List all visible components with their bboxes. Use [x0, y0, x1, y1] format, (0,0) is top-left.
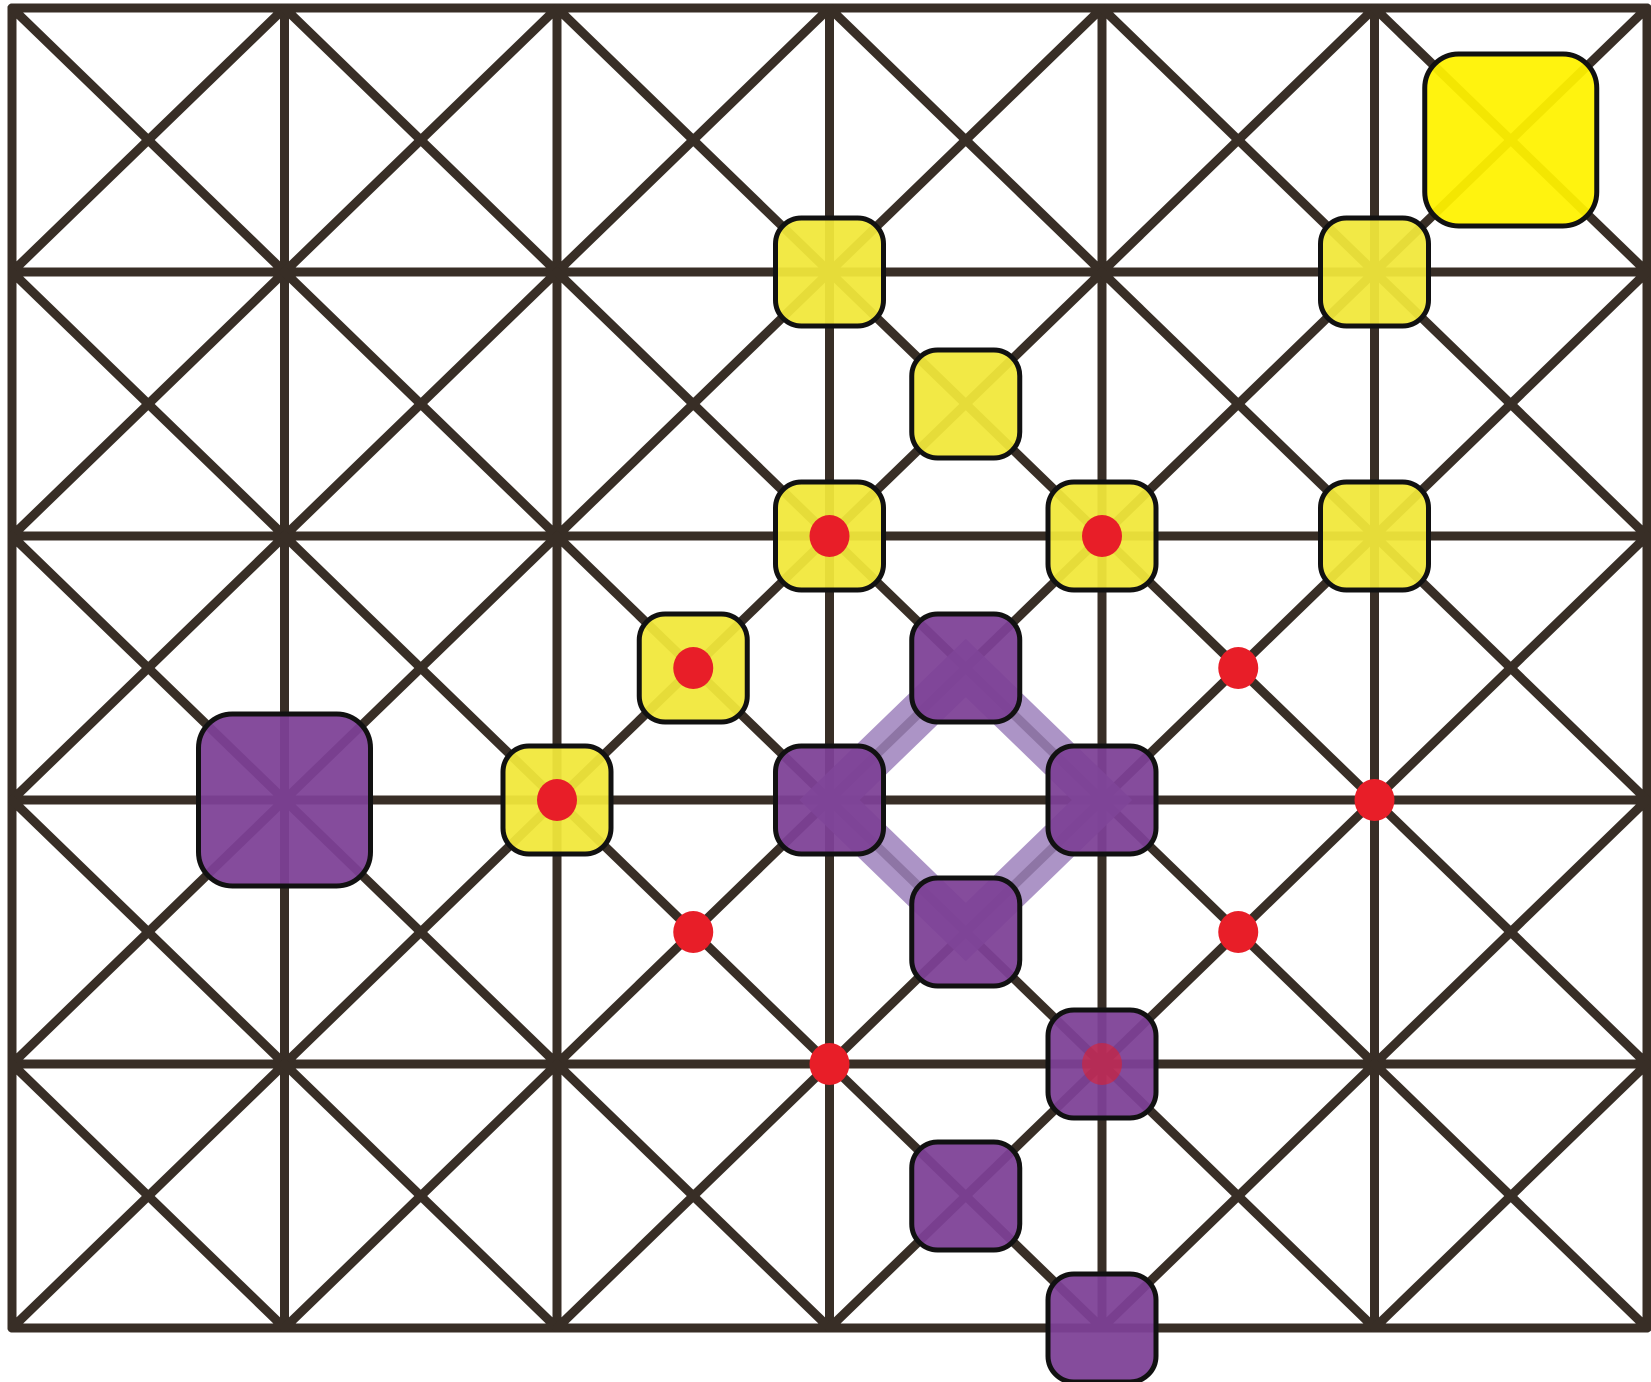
grid-line-diagonal	[7, 267, 289, 541]
yellow-piece[interactable]	[909, 347, 1023, 461]
yellow-piece[interactable]	[1318, 215, 1431, 329]
move-marker[interactable]	[1218, 911, 1259, 953]
grid-line-diagonal	[552, 3, 834, 277]
grid-line-diagonal	[280, 1059, 562, 1333]
grid-line-diagonal	[7, 3, 289, 277]
pieces[interactable]	[196, 51, 1600, 1382]
purple-piece[interactable]	[1045, 1271, 1159, 1382]
selected-purple-piece[interactable]	[196, 711, 373, 889]
purple-piece[interactable]	[773, 743, 886, 857]
piece-move-marker	[1082, 515, 1122, 557]
grid-line-diagonal	[1097, 3, 1379, 277]
grid-line-diagonal	[7, 1059, 289, 1333]
move-marker[interactable]	[809, 1043, 850, 1085]
grid-line-diagonal	[1370, 795, 1651, 1069]
grid-line-diagonal	[280, 267, 562, 541]
grid-line-diagonal	[1370, 1059, 1651, 1333]
move-marker[interactable]	[1218, 647, 1259, 689]
move-markers[interactable]	[673, 647, 1395, 1085]
move-marker[interactable]	[673, 911, 714, 953]
grid-line-diagonal	[280, 3, 562, 277]
yellow-piece[interactable]	[773, 215, 886, 329]
grid-line-diagonal	[7, 531, 289, 805]
grid-line-diagonal	[1370, 531, 1651, 805]
purple-piece[interactable]	[1045, 743, 1159, 857]
piece-move-marker	[537, 779, 577, 821]
yellow-piece[interactable]	[1318, 479, 1431, 593]
grid-line-diagonal	[552, 1059, 834, 1333]
piece-move-marker	[1082, 1043, 1122, 1085]
piece-move-marker	[809, 515, 850, 557]
purple-piece[interactable]	[909, 611, 1023, 725]
purple-piece[interactable]	[909, 875, 1023, 989]
move-marker[interactable]	[1354, 779, 1395, 821]
purple-piece[interactable]	[909, 1139, 1023, 1253]
selected-yellow-piece[interactable]	[1422, 51, 1600, 229]
piece-move-marker	[673, 647, 714, 689]
